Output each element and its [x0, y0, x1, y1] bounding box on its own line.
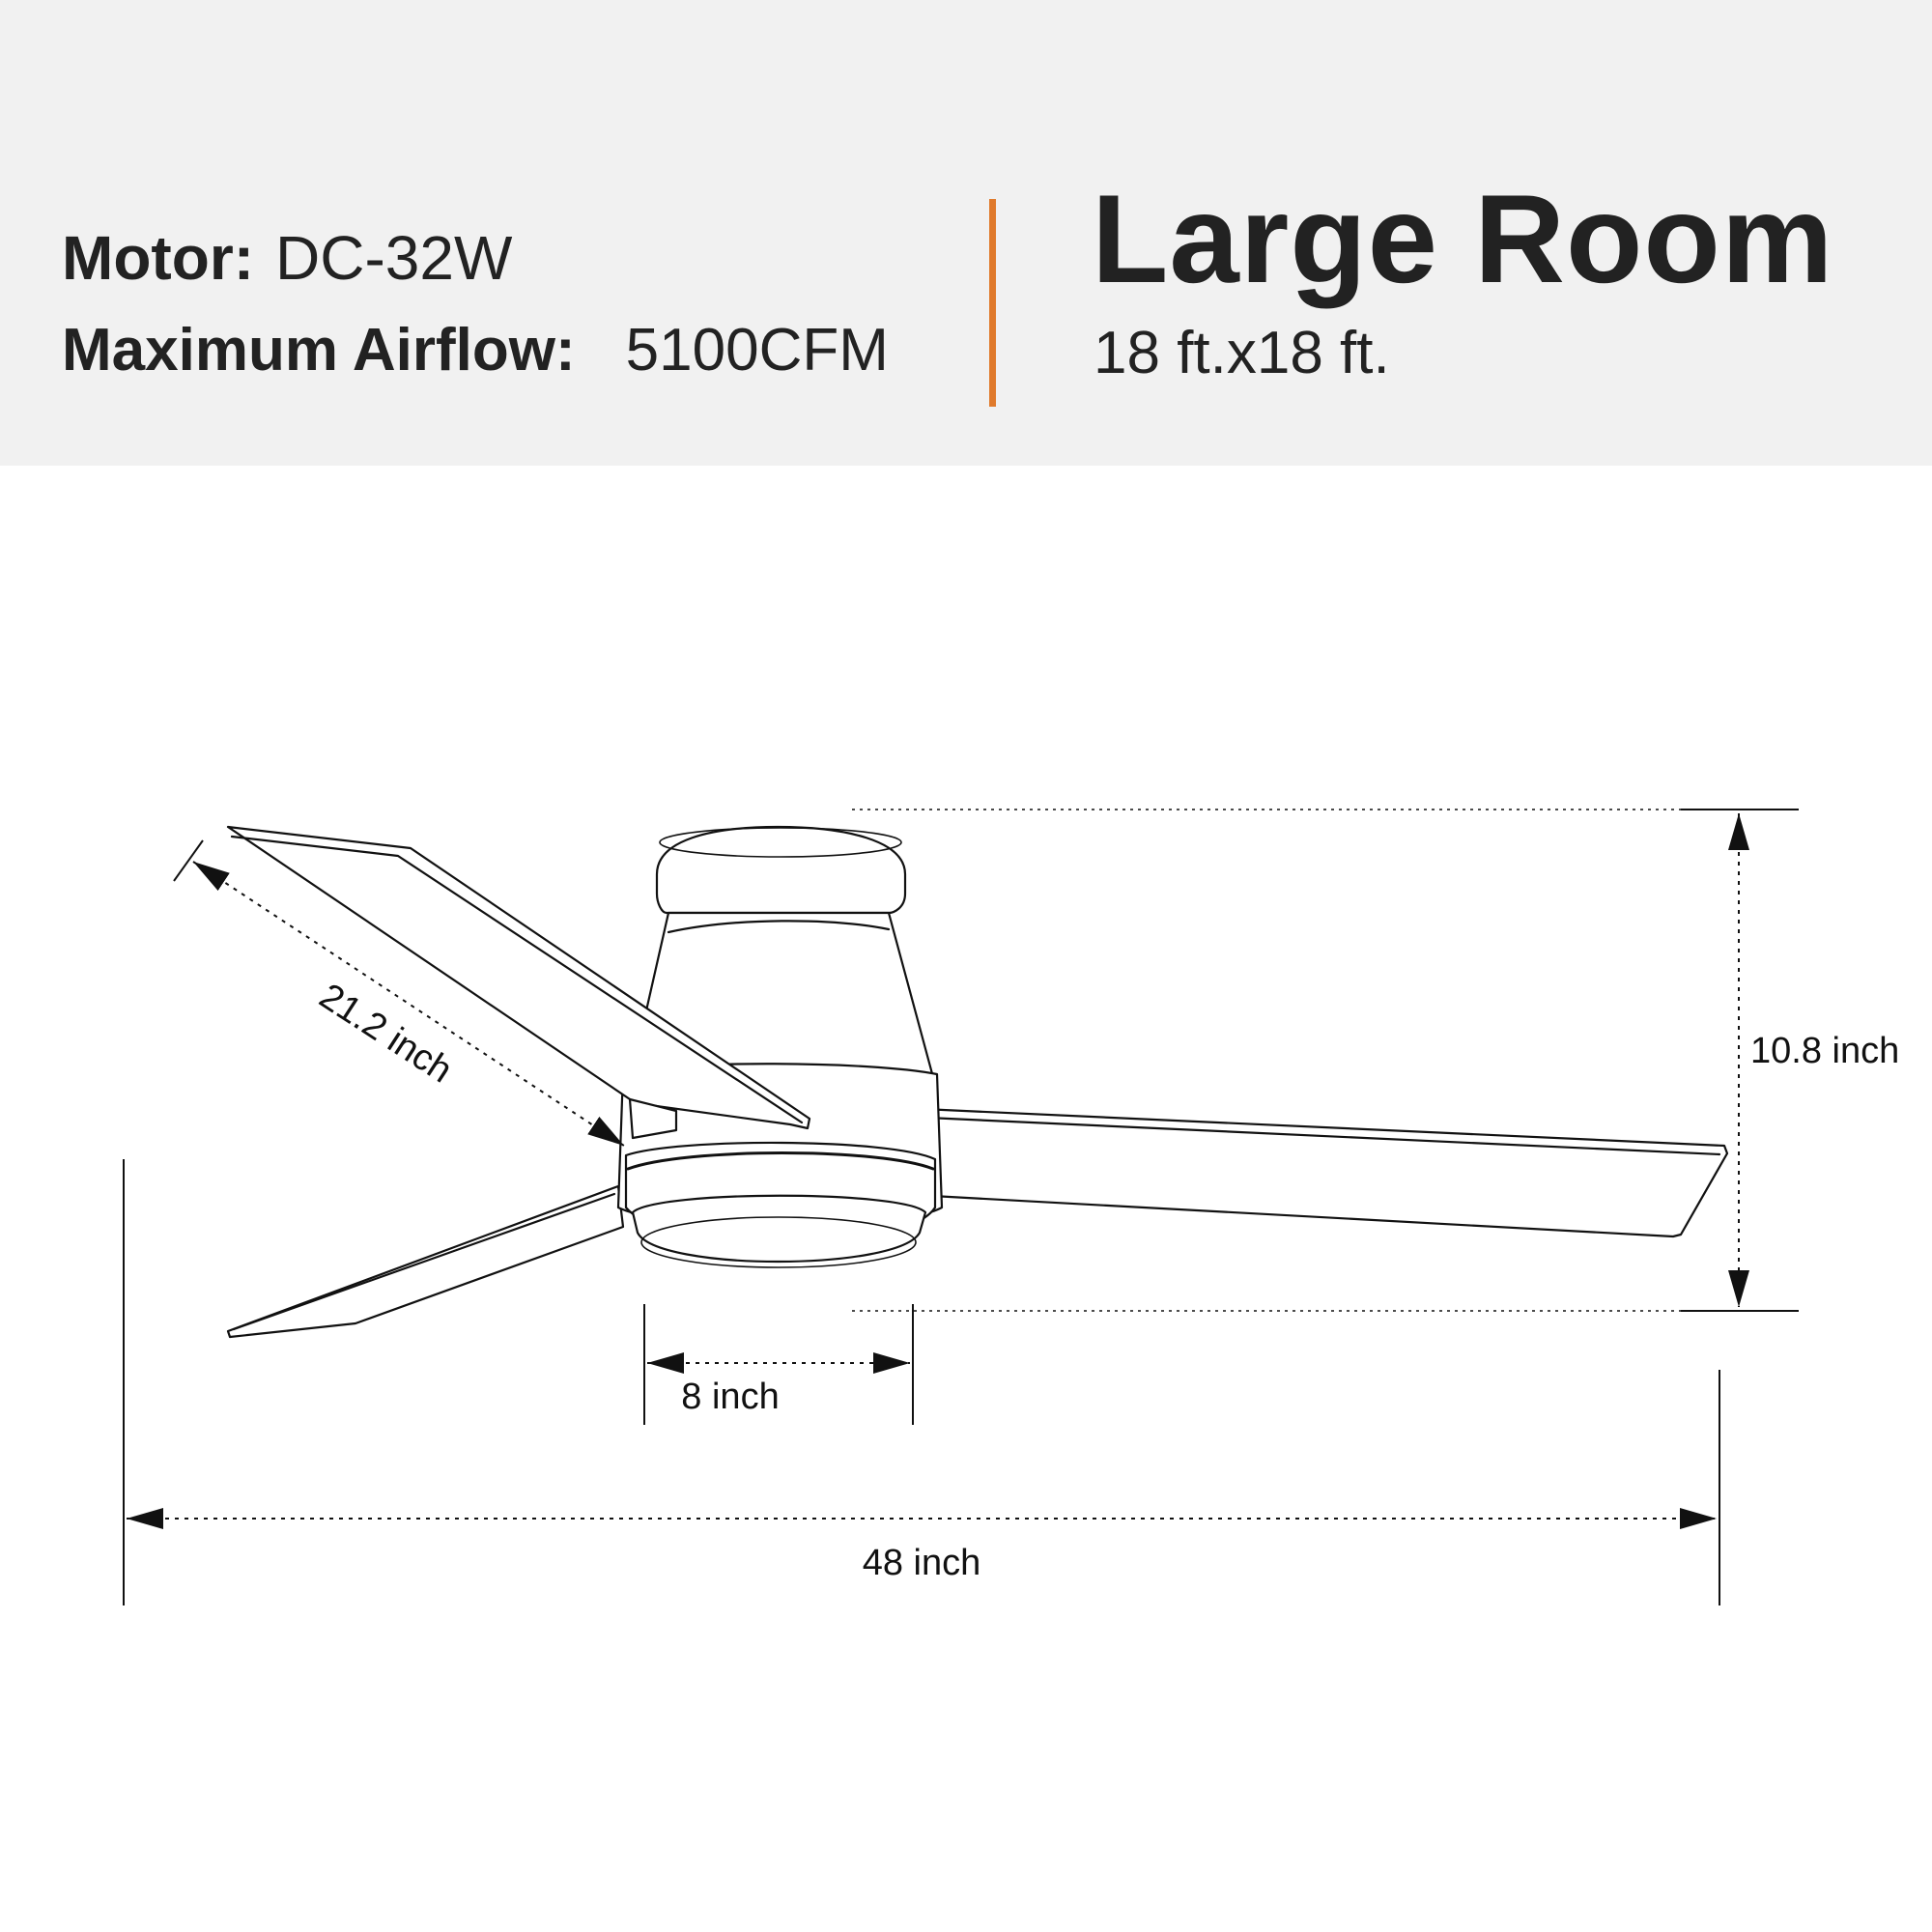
fan-blade-iron [628, 1097, 678, 1140]
span-label: 48 inch [863, 1543, 981, 1583]
fan-canopy-top [659, 827, 902, 858]
blade-length-label: 21.2 inch [312, 976, 459, 1091]
airflow-spec: Maximum Airflow: 5100CFM [62, 316, 889, 384]
fan-blade-left-upper-edge [230, 835, 804, 1124]
accent-divider [989, 199, 996, 407]
room-title: Large Room [1092, 168, 1834, 309]
motor-spec: Motor: DC-32W [62, 222, 512, 294]
blade-extension-line [173, 839, 204, 882]
fan-blade-right [921, 1107, 1729, 1238]
fan-blade-right-edge [925, 1116, 1721, 1156]
motor-value: DC-32W [275, 223, 513, 293]
fan-light-cover-face [640, 1216, 917, 1268]
motor-width-label: 8 inch [681, 1377, 779, 1417]
fan-light-cover [631, 1194, 927, 1264]
height-label: 10.8 inch [1750, 1031, 1899, 1071]
room-size: 18 ft.x18 ft. [1094, 320, 1390, 386]
fan-blade-left-lower-edge [232, 1192, 616, 1331]
spec-header [0, 0, 1932, 466]
airflow-label: Maximum Airflow: [62, 317, 576, 384]
fan-canopy [655, 825, 907, 915]
motor-label: Motor: [62, 223, 255, 293]
fan-housing-ring [667, 920, 891, 934]
airflow-value: 5100CFM [625, 317, 889, 384]
fan-light-ring-groove [626, 1151, 935, 1171]
